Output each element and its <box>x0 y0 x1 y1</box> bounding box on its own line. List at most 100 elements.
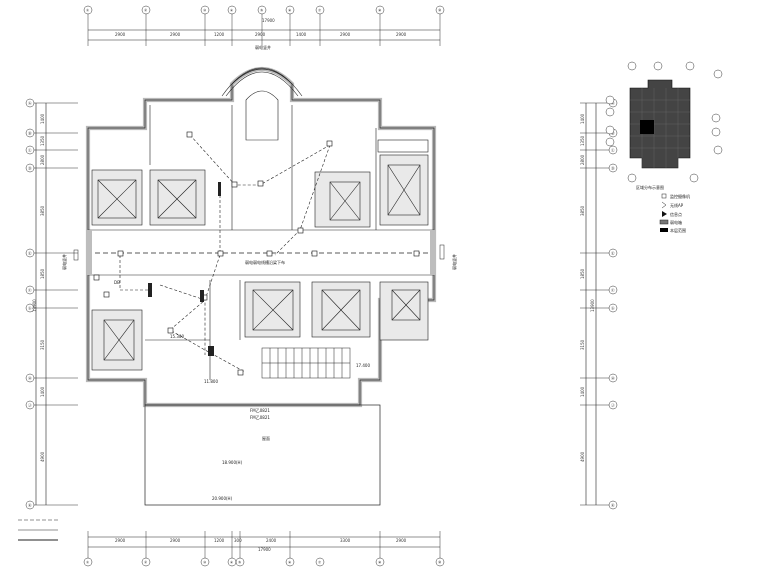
device-7 <box>266 250 273 257</box>
right-axis-3: Ⓒ <box>611 148 615 153</box>
device-2 <box>231 181 238 188</box>
cabinet-2 <box>200 290 204 302</box>
elev-roof: 11.800 <box>204 379 218 384</box>
right-axis-9: Ⓙ <box>611 403 615 408</box>
device-3 <box>257 180 264 187</box>
legend-item-4: 弱电箱 <box>659 219 682 225</box>
cabinet-1 <box>148 283 152 297</box>
top-dim-seg-5: 1400 <box>296 32 307 37</box>
left-axis-1: Ⓐ <box>28 101 32 106</box>
device-6 <box>217 250 224 257</box>
corner-key <box>18 519 58 541</box>
bottom-dim-seg-4: 300 <box>234 538 242 543</box>
legend: 区域分布示意图 监控摄像机 无线AP 信息点 弱电箱 本层范围 <box>636 184 690 233</box>
building-walls <box>73 67 445 506</box>
top-axis-3: ③ <box>203 9 206 13</box>
legend-item-3-label: 信息点 <box>670 211 682 217</box>
bottom-axis-5: ⑤ <box>238 561 242 565</box>
top-label: 弱电竖井 <box>255 44 271 50</box>
cabinet-3 <box>208 346 214 356</box>
legend-item-4-label: 弱电箱 <box>670 219 682 225</box>
cable-tray: 弱电弱电线槽沿梁下布 <box>95 252 430 265</box>
left-dim-seg-7: 1400 <box>40 386 45 397</box>
cabinet-blocks <box>148 182 221 356</box>
right-axis-7: Ⓖ <box>611 306 615 311</box>
device-15 <box>93 274 100 281</box>
left-axis-8: Ⓗ <box>28 376 32 381</box>
right-axis-6: Ⓕ <box>611 288 615 293</box>
bottom-axis-3: ③ <box>203 561 206 565</box>
top-axis-5: ⑤ <box>260 9 264 13</box>
right-axis-8: Ⓗ <box>611 376 615 381</box>
left-dim-seg-8: 4900 <box>40 451 45 462</box>
left-dim-seg-3: 2800 <box>40 154 45 165</box>
right-dim-seg-3: 2800 <box>580 154 585 165</box>
right-dim-total: 13900 <box>590 299 595 312</box>
top-axis-8: ⑧ <box>378 9 382 13</box>
door-1: FM乙0821 <box>250 407 270 413</box>
device-8 <box>311 250 318 257</box>
shaft-boxes <box>91 139 429 371</box>
slab-elev: 18.900(H) <box>222 460 243 465</box>
top-dim-seg-1: 2900 <box>115 32 126 37</box>
bottom-dim-seg-1: 2900 <box>115 538 126 543</box>
bottom-axis-9: ⑨ <box>438 561 442 565</box>
top-axis-7: ⑦ <box>318 9 321 13</box>
left-axis-7: Ⓖ <box>28 306 32 311</box>
right-axis-10: Ⓚ <box>611 503 615 508</box>
left-dim-total: 13900 <box>32 299 37 312</box>
right-dim-seg-7: 1400 <box>580 386 585 397</box>
bottom-dim-seg-5: 2400 <box>266 538 277 543</box>
top-axis-6: ⑥ <box>288 9 292 13</box>
top-dim-seg-6: 2900 <box>340 32 351 37</box>
bottom-dimension-chain: 17900 2900 2900 1200 300 2400 3300 2900 … <box>83 531 445 567</box>
legend-item-3: 信息点 <box>662 211 682 217</box>
left-dim-seg-1: 1400 <box>40 113 45 124</box>
legend-title: 区域分布示意图 <box>636 184 664 190</box>
bottom-axis-6: ⑥ <box>288 561 292 565</box>
bottom-axis-1: ① <box>86 561 89 565</box>
top-axis-4: ④ <box>230 9 233 13</box>
legend-item-2-label: 无线AP <box>670 202 684 208</box>
device-9 <box>413 250 420 257</box>
right-dim-seg-8: 4900 <box>580 451 585 462</box>
device-4 <box>326 140 333 147</box>
corridor-label: 弱电弱电线槽沿梁下布 <box>245 259 285 265</box>
top-axis-2: ② <box>144 9 147 13</box>
top-dim-total: 17900 <box>262 18 275 23</box>
top-axis-1: ① <box>86 9 89 13</box>
plan-notes: 15.300 11.800 17.400 FM乙0821 FM乙0821 屋面 … <box>61 254 457 501</box>
staircase <box>261 347 351 379</box>
device-13 <box>237 369 244 376</box>
bottom-axis-2: ② <box>144 561 147 565</box>
right-side-label: 弱电竖井 <box>451 254 457 270</box>
left-dim-seg-4: 3850 <box>40 205 45 216</box>
roof-label: 屋面 <box>262 435 270 441</box>
legend-item-5: 本层范围 <box>660 227 686 233</box>
top-dim-seg-7: 2900 <box>396 32 407 37</box>
zone-thumbnail <box>605 61 723 183</box>
left-axis-3: Ⓒ <box>28 148 32 153</box>
device-14 <box>103 291 110 298</box>
right-dimension-chain: Ⓐ Ⓑ Ⓒ Ⓓ Ⓔ Ⓕ Ⓖ Ⓗ Ⓙ Ⓚ 1400 1350 2800 3850 … <box>580 98 618 510</box>
legend-item-1: 监控摄像机 <box>661 193 690 199</box>
left-dim-seg-5: 1850 <box>40 268 45 279</box>
top-dimension-chain: 17900 2900 2900 1200 2900 1400 2900 2900… <box>83 5 445 50</box>
device-5 <box>117 250 124 257</box>
top-dim-seg-4: 2900 <box>255 32 266 37</box>
device-1 <box>186 131 193 138</box>
device-markers <box>93 131 420 376</box>
top-dim-seg-2: 2900 <box>170 32 181 37</box>
bottom-axis-7: ⑦ <box>318 561 321 565</box>
bottom-dim-seg-7: 2900 <box>396 538 407 543</box>
cabinet-4 <box>218 182 221 196</box>
device-10 <box>297 227 304 234</box>
bottom-dim-seg-2: 2900 <box>170 538 181 543</box>
device-12 <box>167 327 174 334</box>
right-axis-4: Ⓓ <box>611 166 615 171</box>
legend-item-1-label: 监控摄像机 <box>670 193 690 199</box>
elev-stair: 17.400 <box>356 363 370 368</box>
left-side-label: 弱电竖井 <box>61 254 67 270</box>
left-axis-9: Ⓙ <box>28 403 32 408</box>
